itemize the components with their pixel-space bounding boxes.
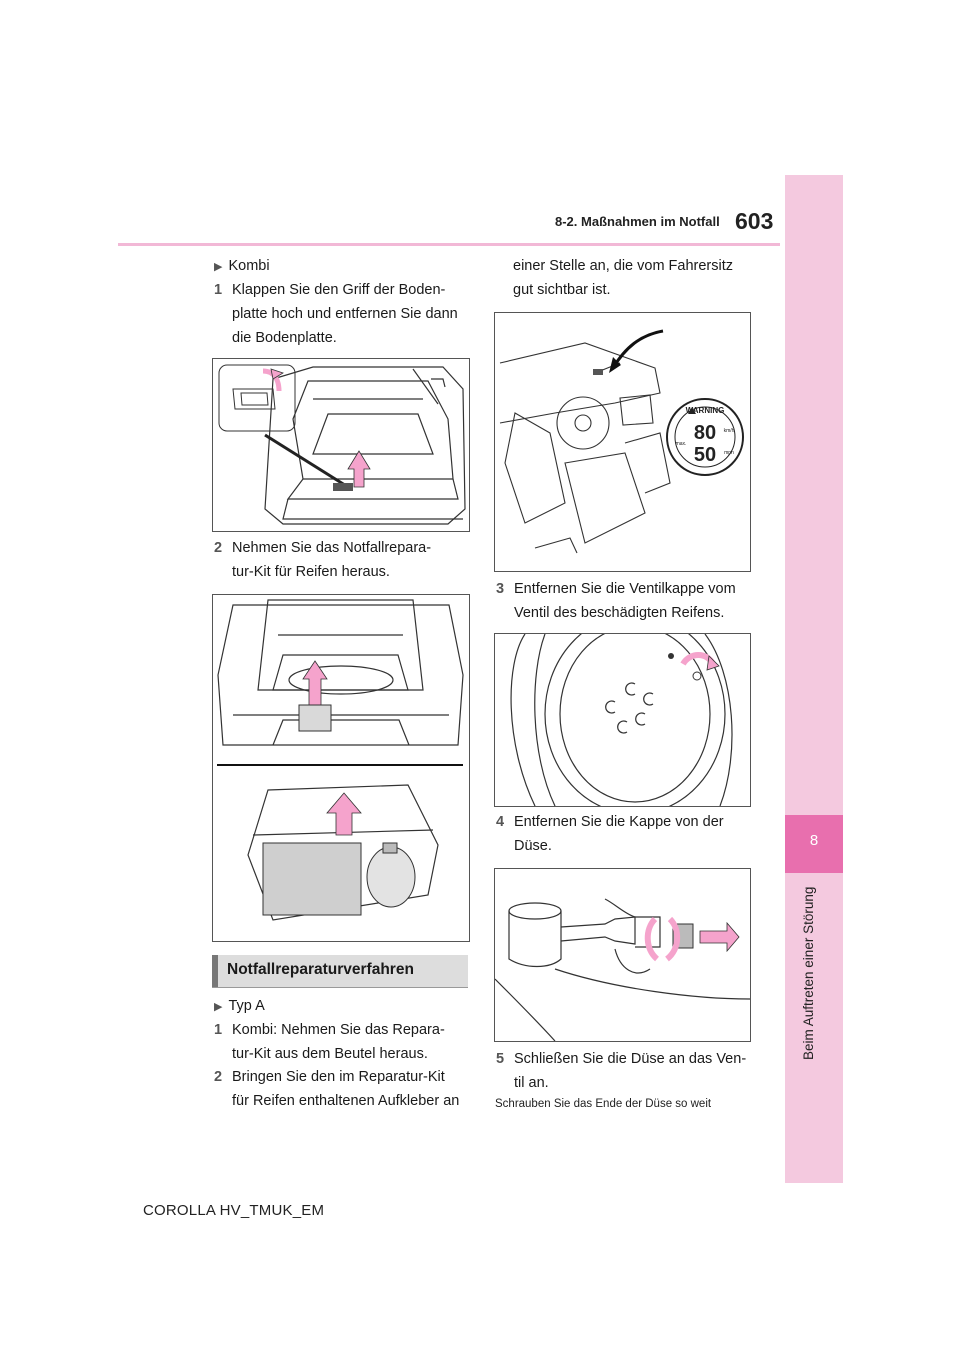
step-4: 4 Entfernen Sie die Kappe von der Düse. bbox=[496, 810, 764, 858]
note-text: Schrauben Sie das Ende der Düse so weit bbox=[495, 1098, 712, 1110]
sticker-max: max. bbox=[676, 441, 687, 447]
step-1-line: Klappen Sie den Griff der Boden- bbox=[232, 282, 446, 298]
procedure-heading-rule bbox=[212, 987, 468, 988]
sticker-speed-kmh: 80 bbox=[694, 422, 716, 444]
step-2-number: 2 bbox=[214, 540, 223, 556]
footer-model: COROLLA HV_TMUK_EM bbox=[143, 1202, 325, 1219]
chapter-side-tab bbox=[785, 175, 843, 1183]
step-4-number: 4 bbox=[496, 814, 505, 830]
variant-label-kombi: ▶ Kombi bbox=[214, 254, 270, 279]
procedure-heading: Notfallreparaturverfahren bbox=[212, 955, 468, 987]
figure-nozzle-cap bbox=[494, 868, 751, 1042]
triangle-bullet-icon: ▶ bbox=[214, 1001, 223, 1013]
step-1-line: platte hoch und entfernen Sie dann bbox=[232, 306, 458, 322]
step-1: 1 Klappen Sie den Griff der Boden- platt… bbox=[214, 278, 472, 350]
header-rule bbox=[118, 243, 780, 246]
variant-label-text: Kombi bbox=[228, 258, 270, 274]
step-a2-number: 2 bbox=[214, 1069, 223, 1085]
step-5: 5 Schließen Sie die Düse an das Ven- til… bbox=[496, 1047, 764, 1095]
sticker-unit-kmh: km/h bbox=[724, 428, 735, 434]
step-a1: 1 Kombi: Nehmen Sie das Repara- tur-Kit … bbox=[214, 1018, 472, 1066]
triangle-bullet-icon: ▶ bbox=[214, 261, 223, 273]
step-2-line: tur-Kit für Reifen heraus. bbox=[232, 564, 390, 580]
figure-sticker-placement: WARNING 80 50 km/h mph max. bbox=[494, 312, 751, 572]
chapter-number: 8 bbox=[809, 832, 819, 849]
chapter-number-box bbox=[785, 815, 843, 873]
step-a2-continued: einer Stelle an, die vom Fahrersitz gut … bbox=[513, 254, 763, 302]
step-4-line: Düse. bbox=[514, 838, 552, 854]
step-a2-line: Bringen Sie den im Reparatur-Kit bbox=[232, 1069, 445, 1085]
step-3-line: Entfernen Sie die Ventilkappe vom bbox=[514, 581, 736, 597]
section-header: 8-2. Maßnahmen im Notfall bbox=[555, 214, 720, 229]
step-a2-line: für Reifen enthaltenen Aufkleber an bbox=[232, 1093, 460, 1109]
step-4-line: Entfernen Sie die Kappe von der bbox=[514, 814, 724, 830]
step-1-line: die Bodenplatte. bbox=[232, 330, 337, 346]
step-a2-cont-line: gut sichtbar ist. bbox=[513, 282, 611, 298]
figure-trunk-floor-board bbox=[212, 358, 470, 532]
step-5-line: Schließen Sie die Düse an das Ven- bbox=[514, 1051, 747, 1067]
figure-repair-kit-removal bbox=[212, 594, 470, 942]
page-number: 603 bbox=[735, 208, 774, 234]
step-2: 2 Nehmen Sie das Notfallrepara- tur-Kit … bbox=[214, 536, 472, 584]
step-a1-line: tur-Kit aus dem Beutel heraus. bbox=[232, 1046, 428, 1062]
figure-valve-cap bbox=[494, 633, 751, 807]
sticker-speed-mph: 50 bbox=[694, 444, 716, 466]
variant-label-text: Typ A bbox=[228, 998, 265, 1014]
step-1-number: 1 bbox=[214, 282, 223, 298]
chapter-title-text: Beim Auftreten einer Störung bbox=[801, 886, 816, 1060]
step-3: 3 Entfernen Sie die Ventilkappe vom Vent… bbox=[496, 577, 764, 625]
step-a1-number: 1 bbox=[214, 1022, 223, 1038]
step-a2-cont-line: einer Stelle an, die vom Fahrersitz bbox=[513, 258, 734, 274]
step-2-line: Nehmen Sie das Notfallrepara- bbox=[232, 540, 432, 556]
step-a2: 2 Bringen Sie den im Reparatur-Kit für R… bbox=[214, 1065, 482, 1113]
step-5-number: 5 bbox=[496, 1051, 505, 1067]
step-5-line: til an. bbox=[514, 1075, 549, 1091]
procedure-heading-text: Notfallreparaturverfahren bbox=[227, 961, 414, 978]
sticker-unit-mph: mph bbox=[724, 450, 734, 456]
step-3-line: Ventil des beschädigten Reifens. bbox=[514, 605, 725, 621]
variant-label-type-a: ▶ Typ A bbox=[214, 994, 265, 1019]
sticker-warning-text: WARNING bbox=[686, 406, 725, 415]
step-3-number: 3 bbox=[496, 581, 505, 597]
step-a1-line: Kombi: Nehmen Sie das Repara- bbox=[232, 1022, 445, 1038]
